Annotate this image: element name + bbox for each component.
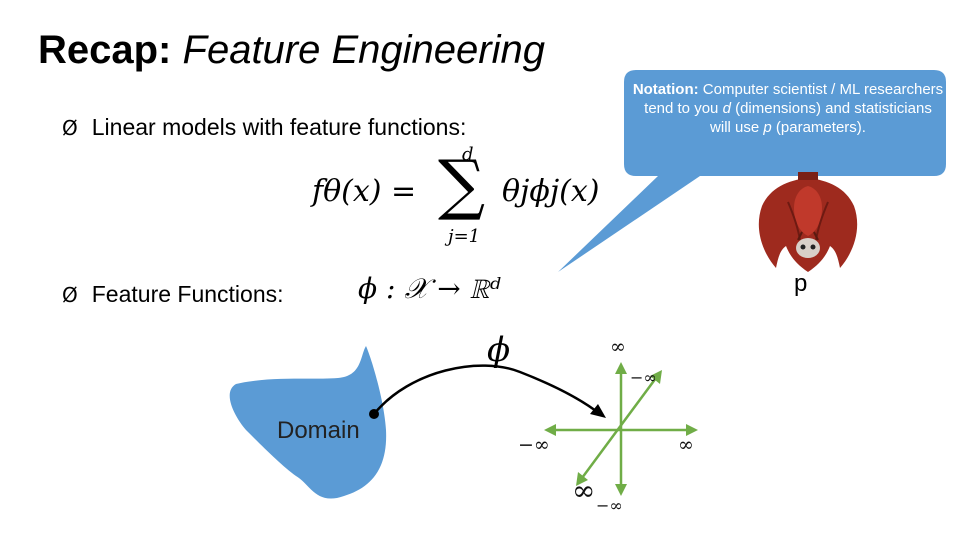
axis-arrow-up [615, 362, 627, 374]
phi-mapping-arrow [373, 364, 601, 415]
linear-model-equation: fθ(x) = d ∑ j=1 θjϕj(x) [312, 144, 632, 250]
domain-shape [229, 346, 387, 499]
bullet-linear-models: Ø Linear models with feature functions: [62, 114, 466, 141]
axis-arrow-diag-up [650, 370, 662, 384]
axis-arrow-right [686, 424, 698, 436]
slide-title: Recap: Feature Engineering [38, 28, 545, 73]
equation-upper-limit: d [462, 144, 474, 165]
bullet-marker: Ø [62, 282, 78, 307]
domain-label: Domain [277, 417, 360, 444]
bat-label: p [794, 270, 808, 297]
feature-map-definition: ϕ : 𝒳 → ℝᵈ [358, 272, 501, 305]
callout-part-3: (parameters). [771, 119, 866, 136]
callout-p: p [763, 119, 772, 136]
axis-label-top-pos: ∞ [610, 336, 626, 358]
callout-part-2: (dimensions) and statisticians will use [710, 100, 932, 136]
axis-label-bottom-neg: −∞ [596, 496, 623, 515]
diagonal-axis [580, 377, 658, 479]
bullet-feature-functions: Ø Feature Functions: [62, 281, 284, 308]
axis-label-top-neg: −∞ [630, 368, 657, 387]
phi-arrow-head [590, 404, 606, 418]
equation-lower-limit: j=1 [448, 226, 481, 247]
bullet-marker: Ø [62, 115, 78, 140]
callout-shape [558, 70, 946, 272]
axis-label-bottom-big: ∞ [572, 474, 596, 507]
axis-arrow-left [544, 424, 556, 436]
callout-part-1: Computer scientist / ML researchers tend… [644, 81, 944, 117]
axis-label-right-pos: ∞ [678, 434, 694, 456]
title-main: Feature Engineering [182, 28, 545, 72]
equation-rhs: θjϕj(x) [502, 174, 600, 209]
axis-label-left-neg: −∞ [518, 434, 550, 456]
axis-arrow-diag-down [576, 472, 588, 486]
output-axes [544, 362, 698, 496]
axis-arrow-down [615, 484, 627, 496]
bat-icon [758, 172, 858, 272]
equation-lhs: fθ(x) = [312, 174, 417, 209]
callout-d: d [722, 100, 731, 117]
callout-bold: Notation: [632, 81, 699, 98]
title-prefix: Recap: [38, 28, 172, 72]
phi-label: ϕ [487, 330, 511, 370]
bullet-text: Feature Functions: [91, 281, 284, 307]
domain-point [369, 409, 379, 419]
equation-sum-symbol: ∑ [438, 146, 486, 223]
callout-text: Notation: Computer scientist / ML resear… [632, 80, 944, 137]
bullet-text: Linear models with feature functions: [91, 114, 467, 140]
